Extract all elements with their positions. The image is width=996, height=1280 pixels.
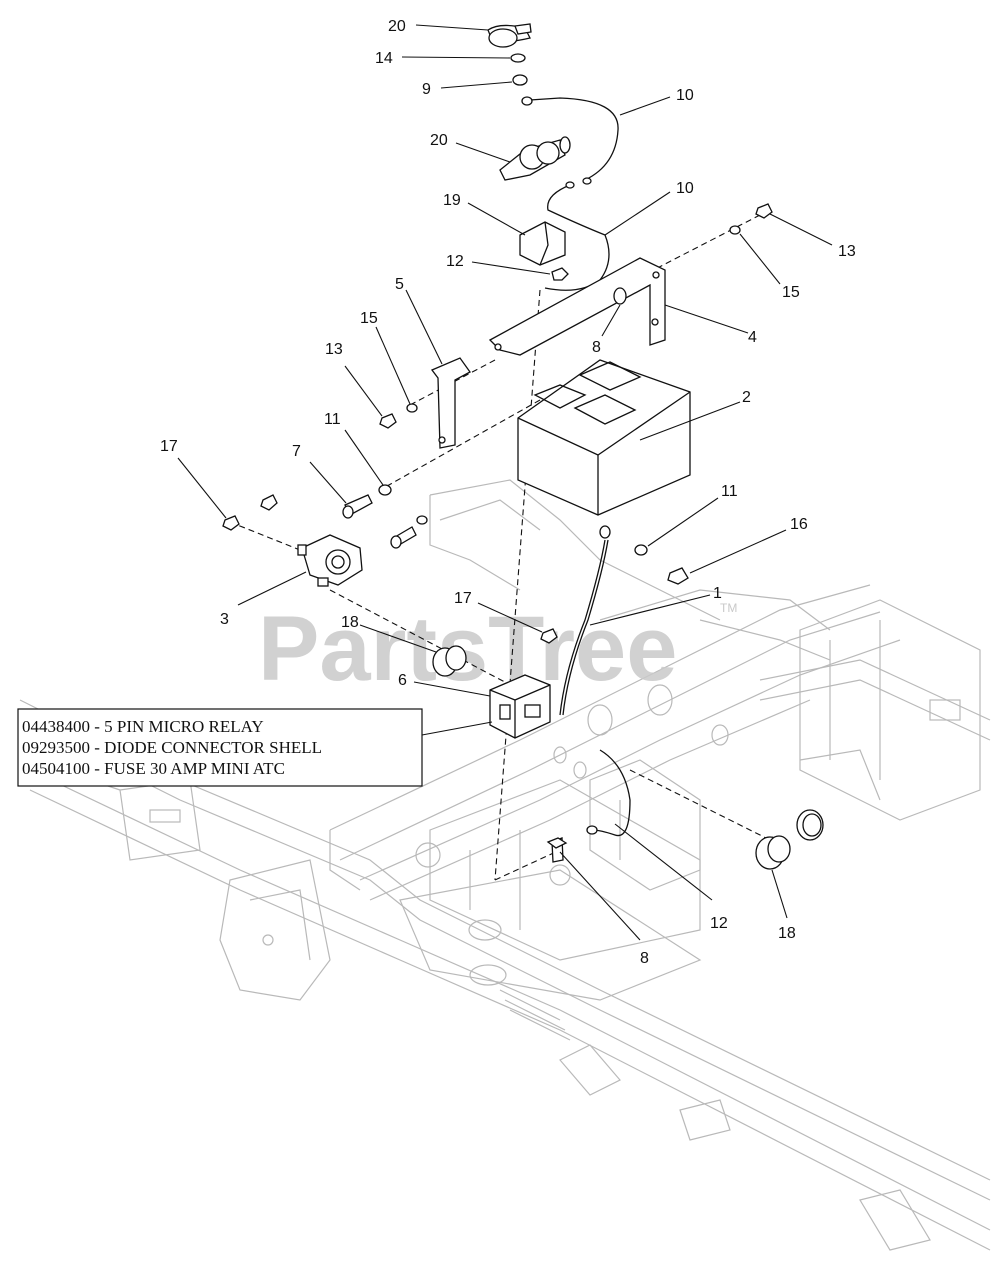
callout-17-left: 17 bbox=[160, 438, 178, 455]
callout-numbers: 20 14 9 10 20 10 19 12 13 15 4 8 5 15 13… bbox=[160, 18, 856, 967]
callout-13-left: 13 bbox=[325, 341, 343, 358]
terminal-boot-top bbox=[487, 23, 532, 48]
callout-1: 1 bbox=[713, 585, 722, 602]
washer-9 bbox=[512, 74, 528, 86]
callout-11-left: 11 bbox=[324, 411, 341, 428]
legend-line-diode: 09293500 - DIODE CONNECTOR SHELL bbox=[22, 738, 322, 757]
callout-10-lower: 10 bbox=[676, 180, 694, 197]
legend-line-relay: 04438400 - 5 PIN MICRO RELAY bbox=[22, 717, 264, 736]
callout-14: 14 bbox=[375, 50, 393, 67]
lock-washer-15-left bbox=[406, 403, 418, 413]
legend-box: 04438400 - 5 PIN MICRO RELAY 09293500 - … bbox=[17, 708, 423, 787]
callout-5: 5 bbox=[395, 276, 404, 293]
flange-nut-13-right bbox=[755, 203, 773, 219]
callout-10-upper: 10 bbox=[676, 87, 694, 104]
grommet-18-left bbox=[432, 645, 467, 677]
callout-17-mid: 17 bbox=[454, 590, 472, 607]
leader-lines bbox=[177, 24, 833, 941]
callout-4: 4 bbox=[748, 329, 757, 346]
ground-cable-1 bbox=[559, 539, 606, 716]
callout-15-left: 15 bbox=[360, 310, 378, 327]
bolt-7-second bbox=[260, 494, 428, 549]
watermark-trademark: TM bbox=[720, 601, 737, 615]
callout-20-mid: 20 bbox=[430, 132, 448, 149]
callout-6: 6 bbox=[398, 672, 407, 689]
grommet-18-right bbox=[755, 809, 824, 870]
callout-12-upper: 12 bbox=[446, 253, 464, 270]
callout-11-right: 11 bbox=[721, 483, 738, 500]
flange-nut-13-left bbox=[379, 413, 397, 429]
nut-17-left bbox=[222, 515, 240, 531]
washer-11-left bbox=[378, 484, 392, 496]
callout-2: 2 bbox=[742, 389, 751, 406]
nut-12-upper bbox=[551, 267, 569, 281]
callout-13-right: 13 bbox=[838, 243, 856, 260]
bolt-8-lower bbox=[546, 837, 568, 863]
callout-7: 7 bbox=[292, 443, 301, 460]
callout-8-lower: 8 bbox=[640, 950, 649, 967]
nut-14 bbox=[510, 53, 526, 63]
callout-12-lower: 12 bbox=[710, 915, 728, 932]
battery-2 bbox=[517, 359, 691, 516]
callout-8-upper: 8 bbox=[592, 339, 601, 356]
callout-15-right: 15 bbox=[782, 284, 800, 301]
callout-18-left: 18 bbox=[341, 614, 359, 631]
callout-9: 9 bbox=[422, 81, 431, 98]
bolt-16 bbox=[667, 567, 689, 585]
nut-17-mid bbox=[540, 628, 558, 644]
mower-frame bbox=[19, 479, 991, 1251]
battery-cable-upper bbox=[529, 97, 619, 181]
washer-11-right bbox=[634, 544, 648, 556]
starter-solenoid-3 bbox=[297, 534, 363, 587]
bolt-7 bbox=[342, 494, 373, 519]
watermark-text: PartsTree bbox=[258, 598, 677, 700]
ground-cable-lower bbox=[592, 749, 631, 837]
callout-3: 3 bbox=[220, 611, 229, 628]
callout-16: 16 bbox=[790, 516, 808, 533]
bracket-5 bbox=[430, 357, 471, 449]
callout-20-top: 20 bbox=[388, 18, 406, 35]
positive-boot-19 bbox=[519, 221, 566, 266]
lock-washer-15-right bbox=[729, 225, 741, 235]
callout-18-right: 18 bbox=[778, 925, 796, 942]
battery-hold-down-bracket-4 bbox=[488, 257, 666, 356]
callout-19: 19 bbox=[443, 192, 461, 209]
terminal-boot-mid bbox=[499, 136, 571, 181]
legend-line-fuse: 04504100 - FUSE 30 AMP MINI ATC bbox=[22, 759, 285, 778]
relay-block-6 bbox=[489, 674, 551, 739]
parts bbox=[222, 23, 824, 870]
